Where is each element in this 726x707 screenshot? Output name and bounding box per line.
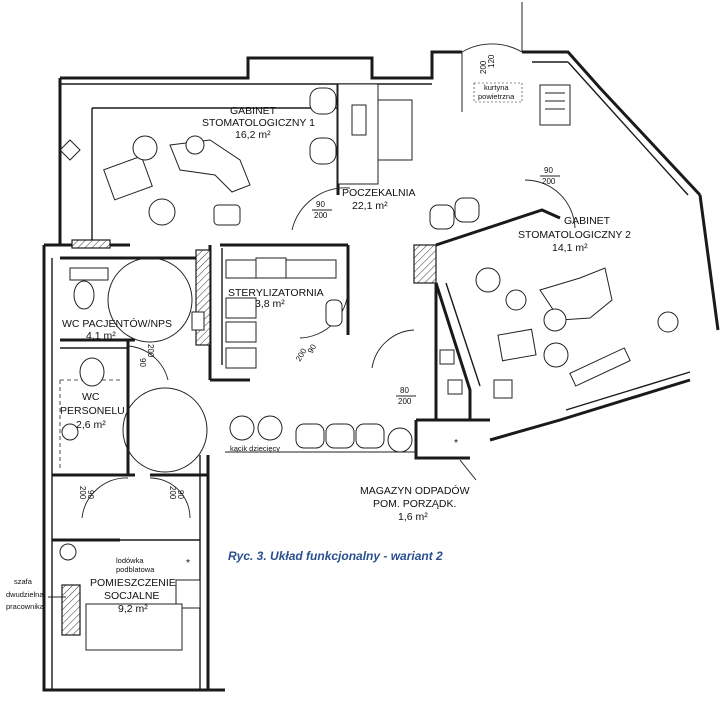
gabinet2-name2: STOMATOLOGICZNY 2 [518,229,631,241]
wc-personelu-name: WC [82,391,100,403]
room-labels: GABINET STOMATOLOGICZNY 1 16,2 m² POCZEK… [60,105,631,615]
lodowka-label-1: lodówka [116,556,144,565]
dim-entry-a: 120 [487,54,496,68]
dim-wcper-a: 90 [86,490,95,499]
dim-gab1-b: 200 [314,211,328,220]
dim-soc-b: 200 [168,486,177,500]
dim-wcper-b: 200 [78,486,87,500]
lodowka-label-2: podblatowa [116,565,155,574]
dim-ster-a: 90 [306,342,319,355]
poczekalnia-area: 22,1 m² [352,200,388,212]
kacik-label: kącik dziecięcy [230,444,280,453]
gabinet2-area: 14,1 m² [552,242,588,254]
dim-mag-b: 200 [398,397,412,406]
szafa-label-3: pracownika [6,602,45,611]
interior-walls [52,83,561,636]
gabinet1-area: 16,2 m² [235,129,271,141]
annotations: kurtyna powietrzna kącik dziecięcy lodów… [6,82,523,611]
dim-mag-a: 80 [400,386,409,395]
szafa-label-1: szafa [14,577,33,586]
socjalne-name: POMIESZCZENIE [90,577,176,589]
socjalne-name2: SOCJALNE [104,590,159,602]
magazyn-name: MAGAZYN ODPADÓW [360,484,470,497]
gabinet1-name2: STOMATOLOGICZNY 1 [202,117,315,129]
star-mark-1: * [186,557,190,569]
gabinet2-name: GABINET [564,215,611,227]
magazyn-name2: POM. PORZĄDK. [373,498,456,510]
socjalne-area: 9,2 m² [118,603,148,615]
wc-personelu-name2: PERSONELU [60,405,125,417]
dim-gab1-a: 90 [316,200,325,209]
kurtyna-label-2: powietrzna [478,92,515,101]
poczekalnia-name: POCZEKALNIA [342,187,416,199]
dim-gab2-b: 200 [542,177,556,186]
magazyn-area: 1,6 m² [398,511,428,523]
figure-caption: Ryc. 3. Układ funkcjonalny - wariant 2 [228,549,443,563]
dim-entry-b: 200 [479,60,488,74]
magazyn-leader [459,459,477,481]
dim-gab2-a: 90 [544,166,553,175]
dim-wcp-b: 200 [146,344,155,358]
wc-personelu-area: 2,6 m² [76,419,106,431]
sterylizatornia-name: STERYLIZATORNIA [228,287,324,299]
szafa-label-2: dwudzielna [6,590,44,599]
sterylizatornia-area: 3,8 m² [255,298,285,310]
wc-pacjentow-area: 4,1 m² [86,330,116,342]
door-dimensions: 120 200 90 200 90 200 90 200 90 200 80 2… [78,54,560,500]
furniture [59,84,679,651]
star-mark-2: * [454,437,458,449]
wc-pacjentow-name: WC PACJENTÓW/NPS [62,317,172,330]
dim-soc-a: 90 [176,490,185,499]
kurtyna-label-1: kurtyna [484,83,509,92]
gabinet1-name: GABINET [230,105,277,117]
dim-wcp-a: 90 [138,358,147,367]
